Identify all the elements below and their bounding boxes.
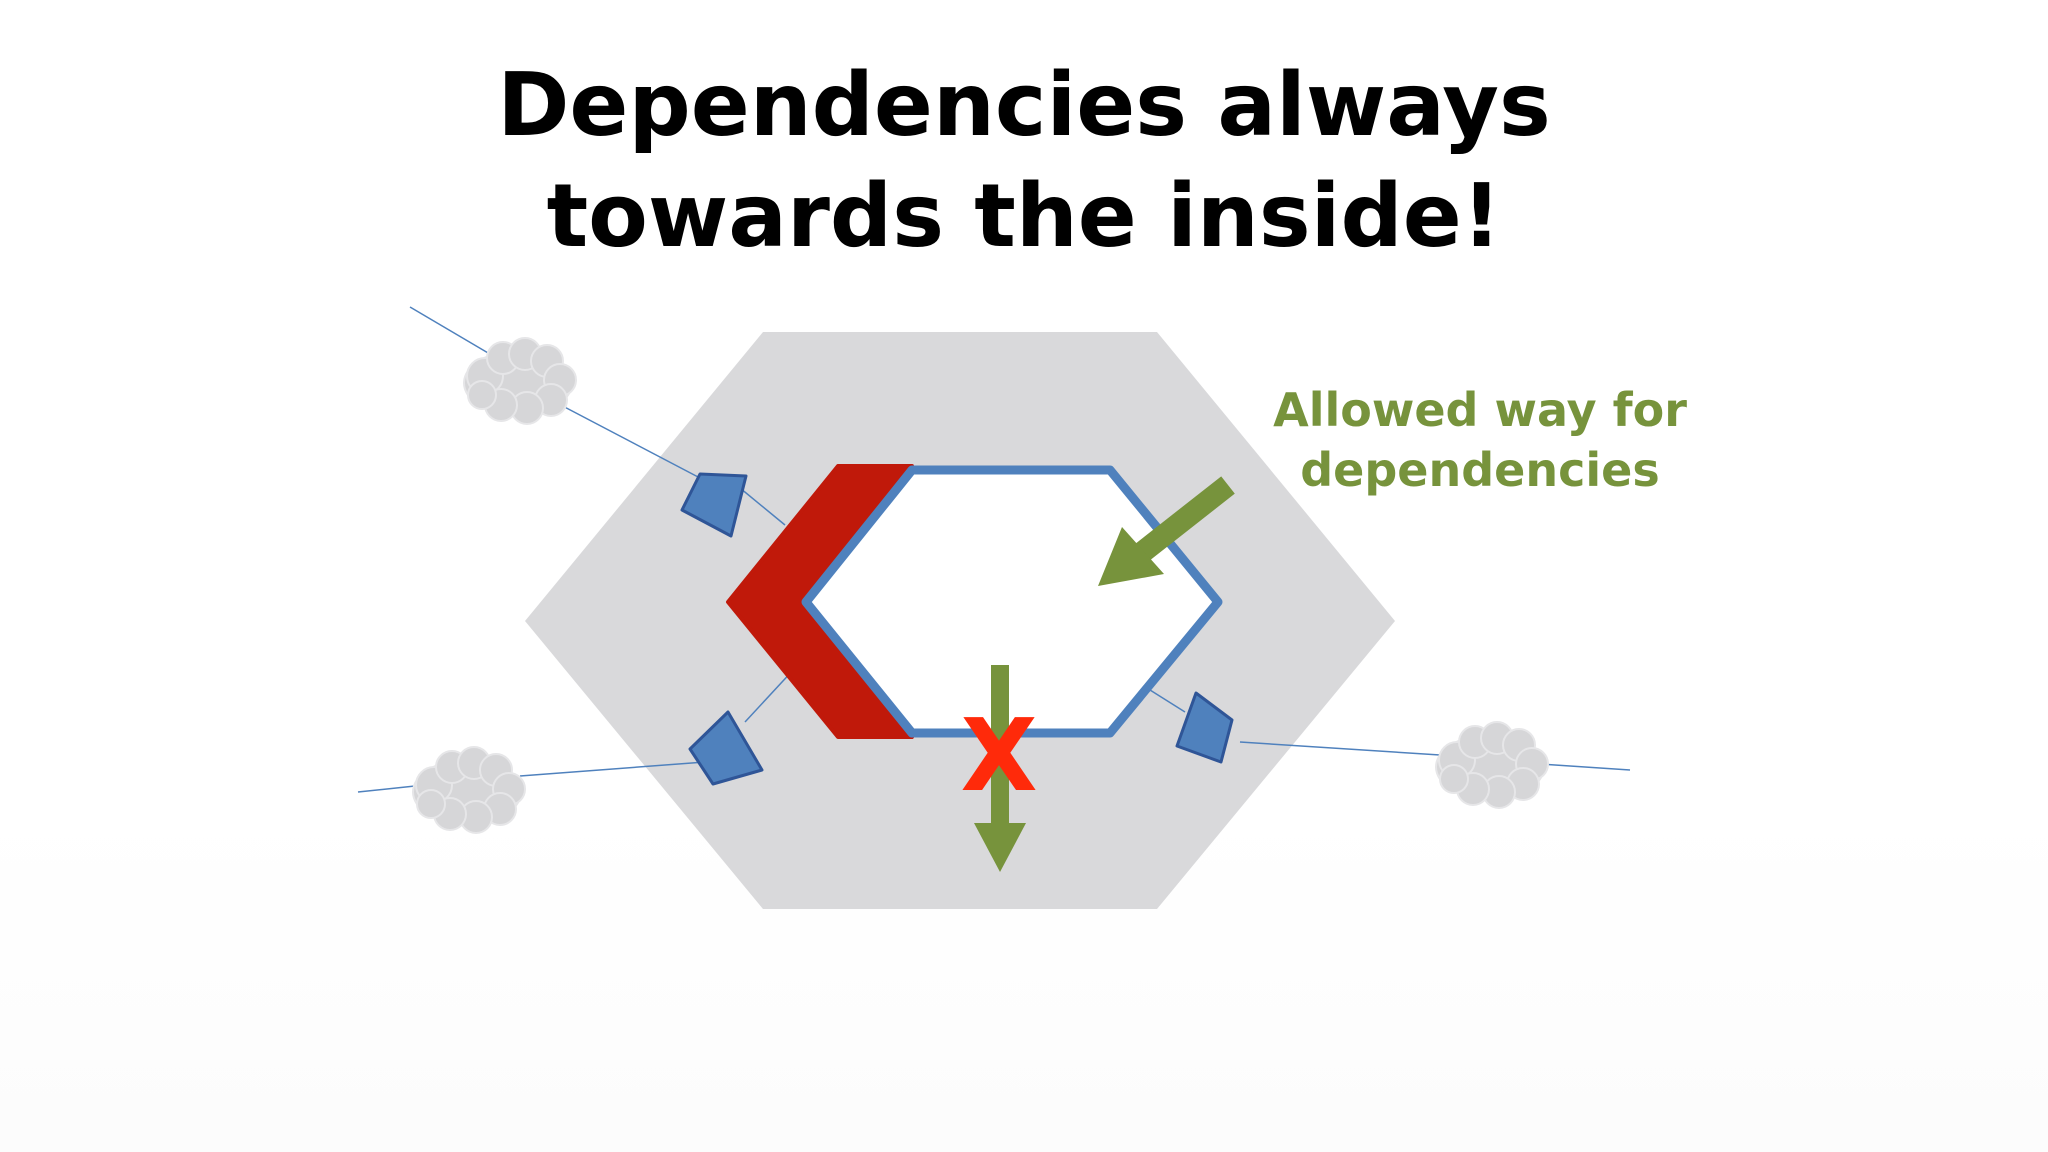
callout-line-2: dependencies [1300,443,1660,497]
slide-title: Dependencies always towards the inside! [0,50,2048,272]
port-icon-bottom-left [688,710,764,786]
connector-line-top-left-2 [554,401,701,479]
connector-line-port-1 [739,487,786,526]
title-line-1: Dependencies always [497,54,1551,156]
forbidden-mark: X [960,697,1037,814]
allowed-dependencies-label: Allowed way for dependencies [1230,380,1730,500]
inner-hexagon [726,464,1223,739]
cloud-icon-top-left [463,337,577,425]
callout-line-1: Allowed way for [1273,383,1687,437]
connector-line-top-left [409,306,501,361]
connector-line-right-3 [1539,763,1631,771]
port-icon [680,472,1234,786]
cloud-icon-bottom-left [412,746,526,834]
port-icon-top-left [680,472,748,538]
connector-line-right-2 [1239,741,1441,756]
connector-line-bottom-left-2 [519,761,706,777]
connector-line-bottom-left [357,785,416,793]
arrow-icon-allowed [1098,476,1235,586]
title-line-2: towards the inside! [546,165,1502,267]
port-icon-right [1175,691,1234,764]
inner-hexagon-border [801,465,1223,738]
cloud-icon-right [1435,721,1549,809]
connector-line-right [1149,689,1186,713]
cloud-icon [412,337,1549,834]
arrow-icon-forbidden [974,665,1026,872]
